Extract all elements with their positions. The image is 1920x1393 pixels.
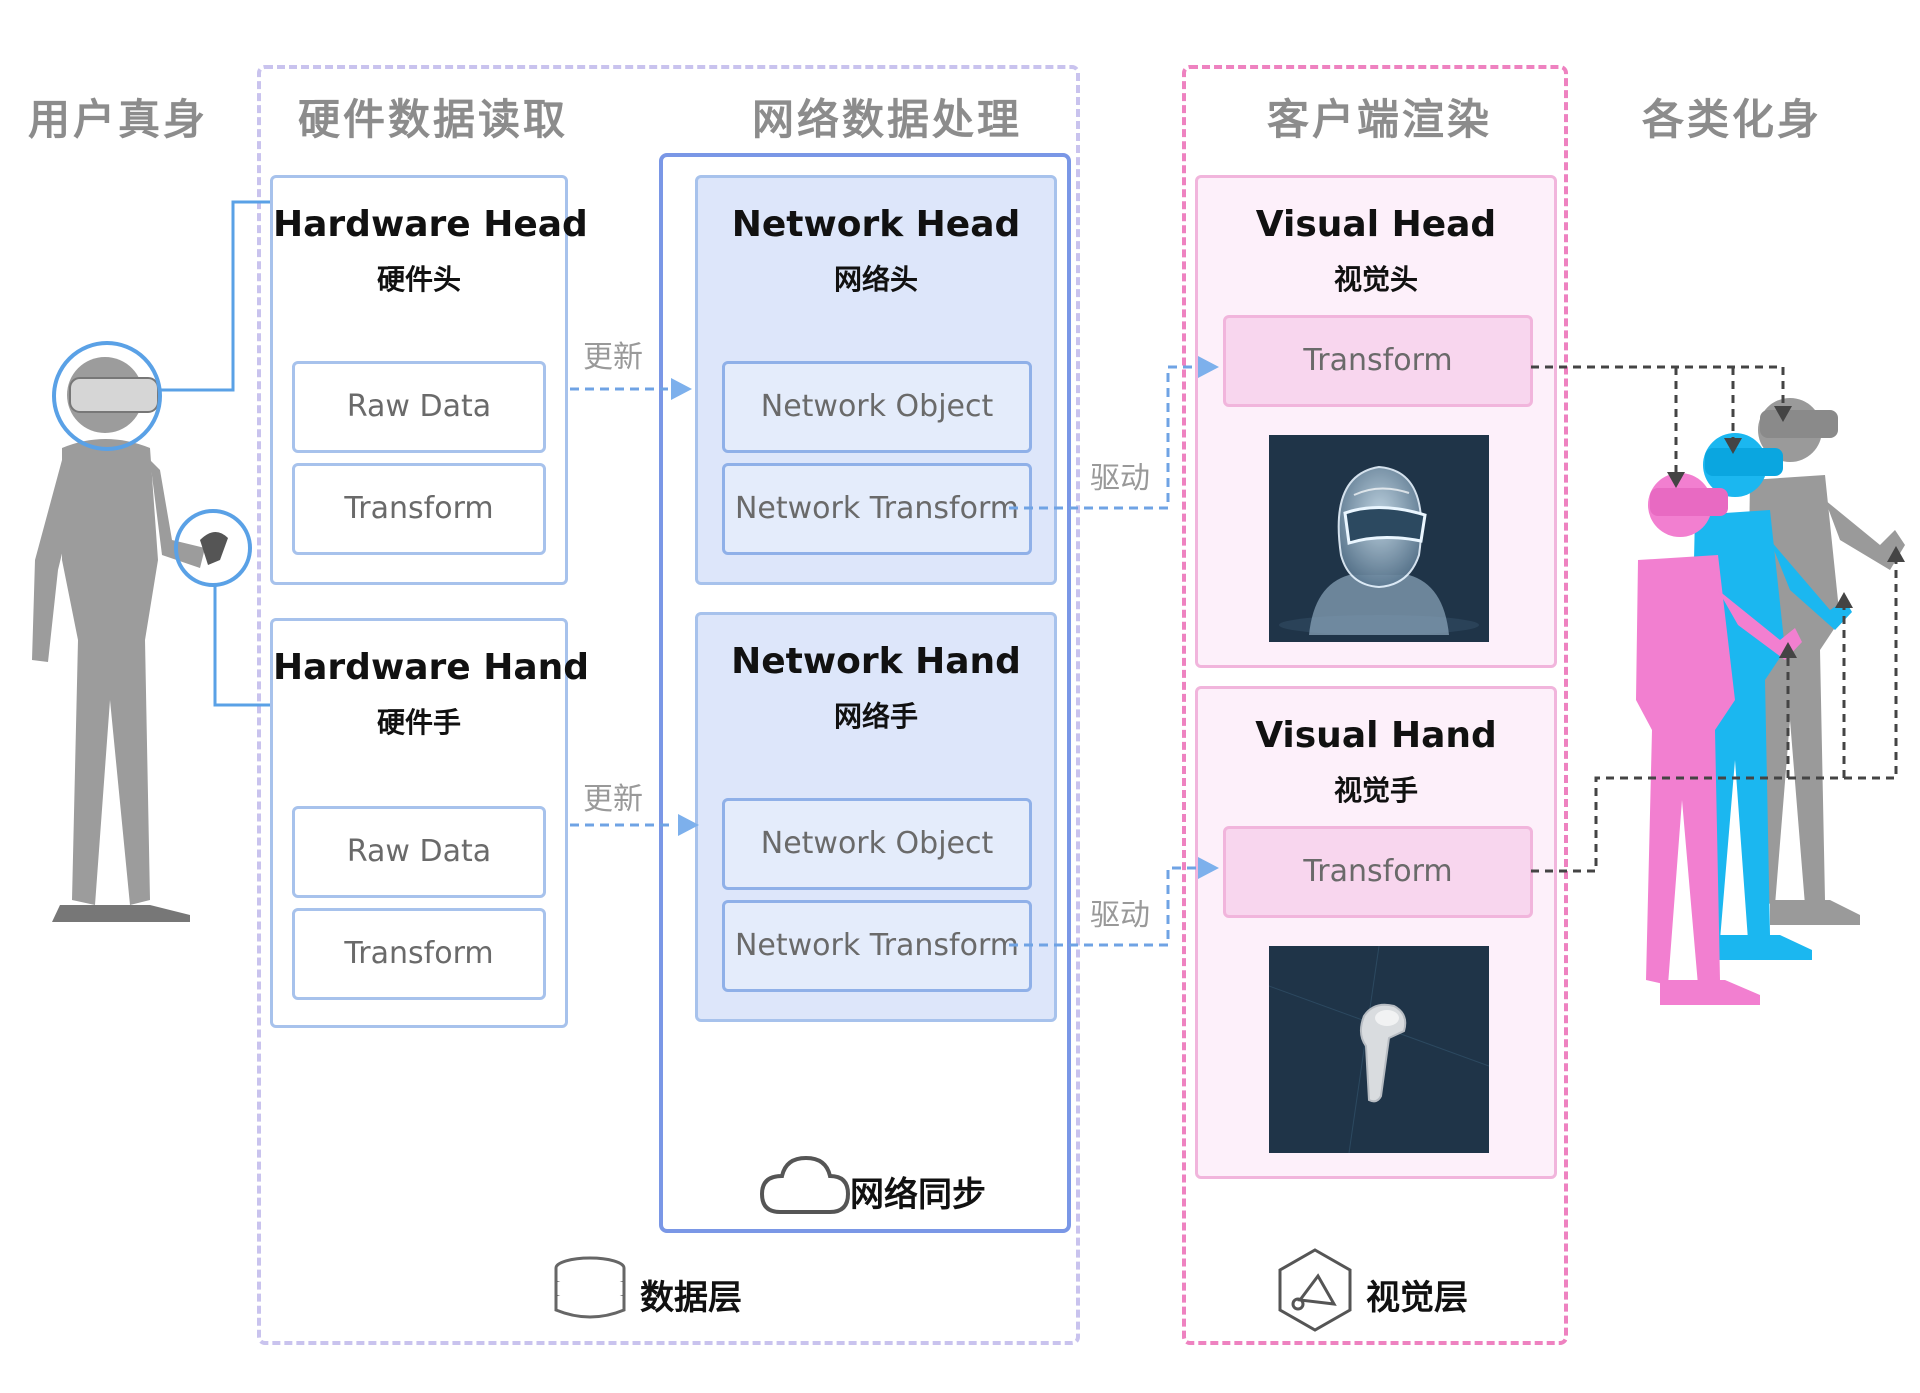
hardware-hand-title: Hardware Hand — [273, 647, 590, 688]
visual-head-transform-field: Transform — [1223, 315, 1533, 407]
arrow-blue-avatar — [1724, 438, 1742, 454]
arrow-gray-avatar — [1774, 406, 1792, 422]
network-head-transform-field: Network Transform — [722, 463, 1032, 555]
arrow-pink-avatar — [1667, 472, 1685, 488]
helmet-render-icon — [1279, 465, 1479, 635]
head-model-preview — [1269, 435, 1489, 642]
arrow-pink-hand — [1779, 642, 1797, 658]
network-hand-object-field: Network Object — [722, 798, 1032, 890]
head-link-line — [160, 200, 270, 392]
drive-label-head: 驱动 — [1090, 461, 1150, 496]
hardware-head-title: Hardware Head — [273, 204, 588, 245]
hardware-head-subtitle: 硬件头 — [376, 263, 461, 296]
controller-icon — [200, 531, 228, 565]
column-title-network-process: 网络数据处理 — [752, 95, 1023, 144]
headset-highlight-icon — [52, 341, 162, 451]
hand-link-line — [213, 585, 270, 707]
data-layer-label: 数据层 — [640, 1278, 742, 1318]
network-hand-title: Network Hand — [731, 641, 1021, 682]
hand-to-avatars-connector — [1531, 562, 1898, 873]
hardware-head-raw-data-field: Raw Data — [292, 361, 546, 453]
visual-head-subtitle: 视觉头 — [1333, 263, 1418, 296]
cloud-icon — [759, 1155, 851, 1214]
network-hand-transform-field: Network Transform — [722, 900, 1032, 992]
drive-label-hand: 驱动 — [1090, 898, 1150, 933]
arrow-gray-hand — [1887, 546, 1905, 562]
column-title-client-render: 客户端渲染 — [1267, 95, 1493, 144]
drive-arrow-hand — [1009, 857, 1219, 947]
visual-head-card: Visual Head 视觉头 Transform — [1195, 175, 1557, 668]
head-to-avatars-connector — [1531, 365, 1785, 472]
network-head-title: Network Head — [731, 204, 1021, 245]
arrow-blue-hand — [1835, 592, 1853, 608]
visual-layer-region — [1182, 65, 1568, 1345]
network-sync-label: 网络同步 — [850, 1175, 986, 1215]
network-head-card: Network Head 网络头 Network Object Network … — [695, 175, 1057, 585]
hardware-head-card: Hardware Head 硬件头 Raw Data Transform — [270, 175, 588, 585]
visual-layer-label: 视觉层 — [1366, 1278, 1468, 1318]
update-arrow-head — [570, 378, 692, 400]
hardware-hand-raw-data-field: Raw Data — [292, 806, 546, 898]
network-head-subtitle: 网络头 — [833, 263, 918, 296]
avatar-group — [1636, 398, 1905, 1005]
network-head-object-field: Network Object — [722, 361, 1032, 453]
hand-model-preview — [1268, 945, 1490, 1154]
column-title-hardware-read: 硬件数据读取 — [298, 95, 569, 144]
controller-highlight-icon — [174, 509, 252, 587]
network-hand-subtitle: 网络手 — [833, 700, 918, 733]
visual-hand-subtitle: 视觉手 — [1333, 774, 1418, 807]
visual-hand-card: Visual Hand 视觉手 Transform — [1195, 686, 1557, 1179]
hardware-hand-subtitle: 硬件手 — [376, 706, 461, 739]
hardware-hand-transform-field: Transform — [292, 908, 546, 1000]
column-title-avatars: 各类化身 — [1642, 95, 1823, 144]
update-arrow-hand — [570, 814, 699, 836]
visual-head-title: Visual Head — [1255, 204, 1497, 245]
vr-user-figure — [32, 357, 205, 922]
hardware-head-transform-field: Transform — [292, 463, 546, 555]
column-title-user-body: 用户真身 — [28, 95, 209, 144]
controller-render-icon — [1268, 945, 1490, 1154]
visual-hand-title: Visual Hand — [1255, 715, 1497, 756]
database-icon — [554, 1256, 626, 1319]
hardware-hand-card: Hardware Hand 硬件手 Raw Data Transform — [270, 618, 590, 1028]
drive-arrow-head — [1009, 356, 1219, 510]
cube-icon — [1278, 1248, 1352, 1332]
update-label-head: 更新 — [583, 340, 643, 375]
update-label-hand: 更新 — [583, 782, 643, 817]
network-hand-card: Network Hand 网络手 Network Object Network … — [695, 612, 1057, 1022]
